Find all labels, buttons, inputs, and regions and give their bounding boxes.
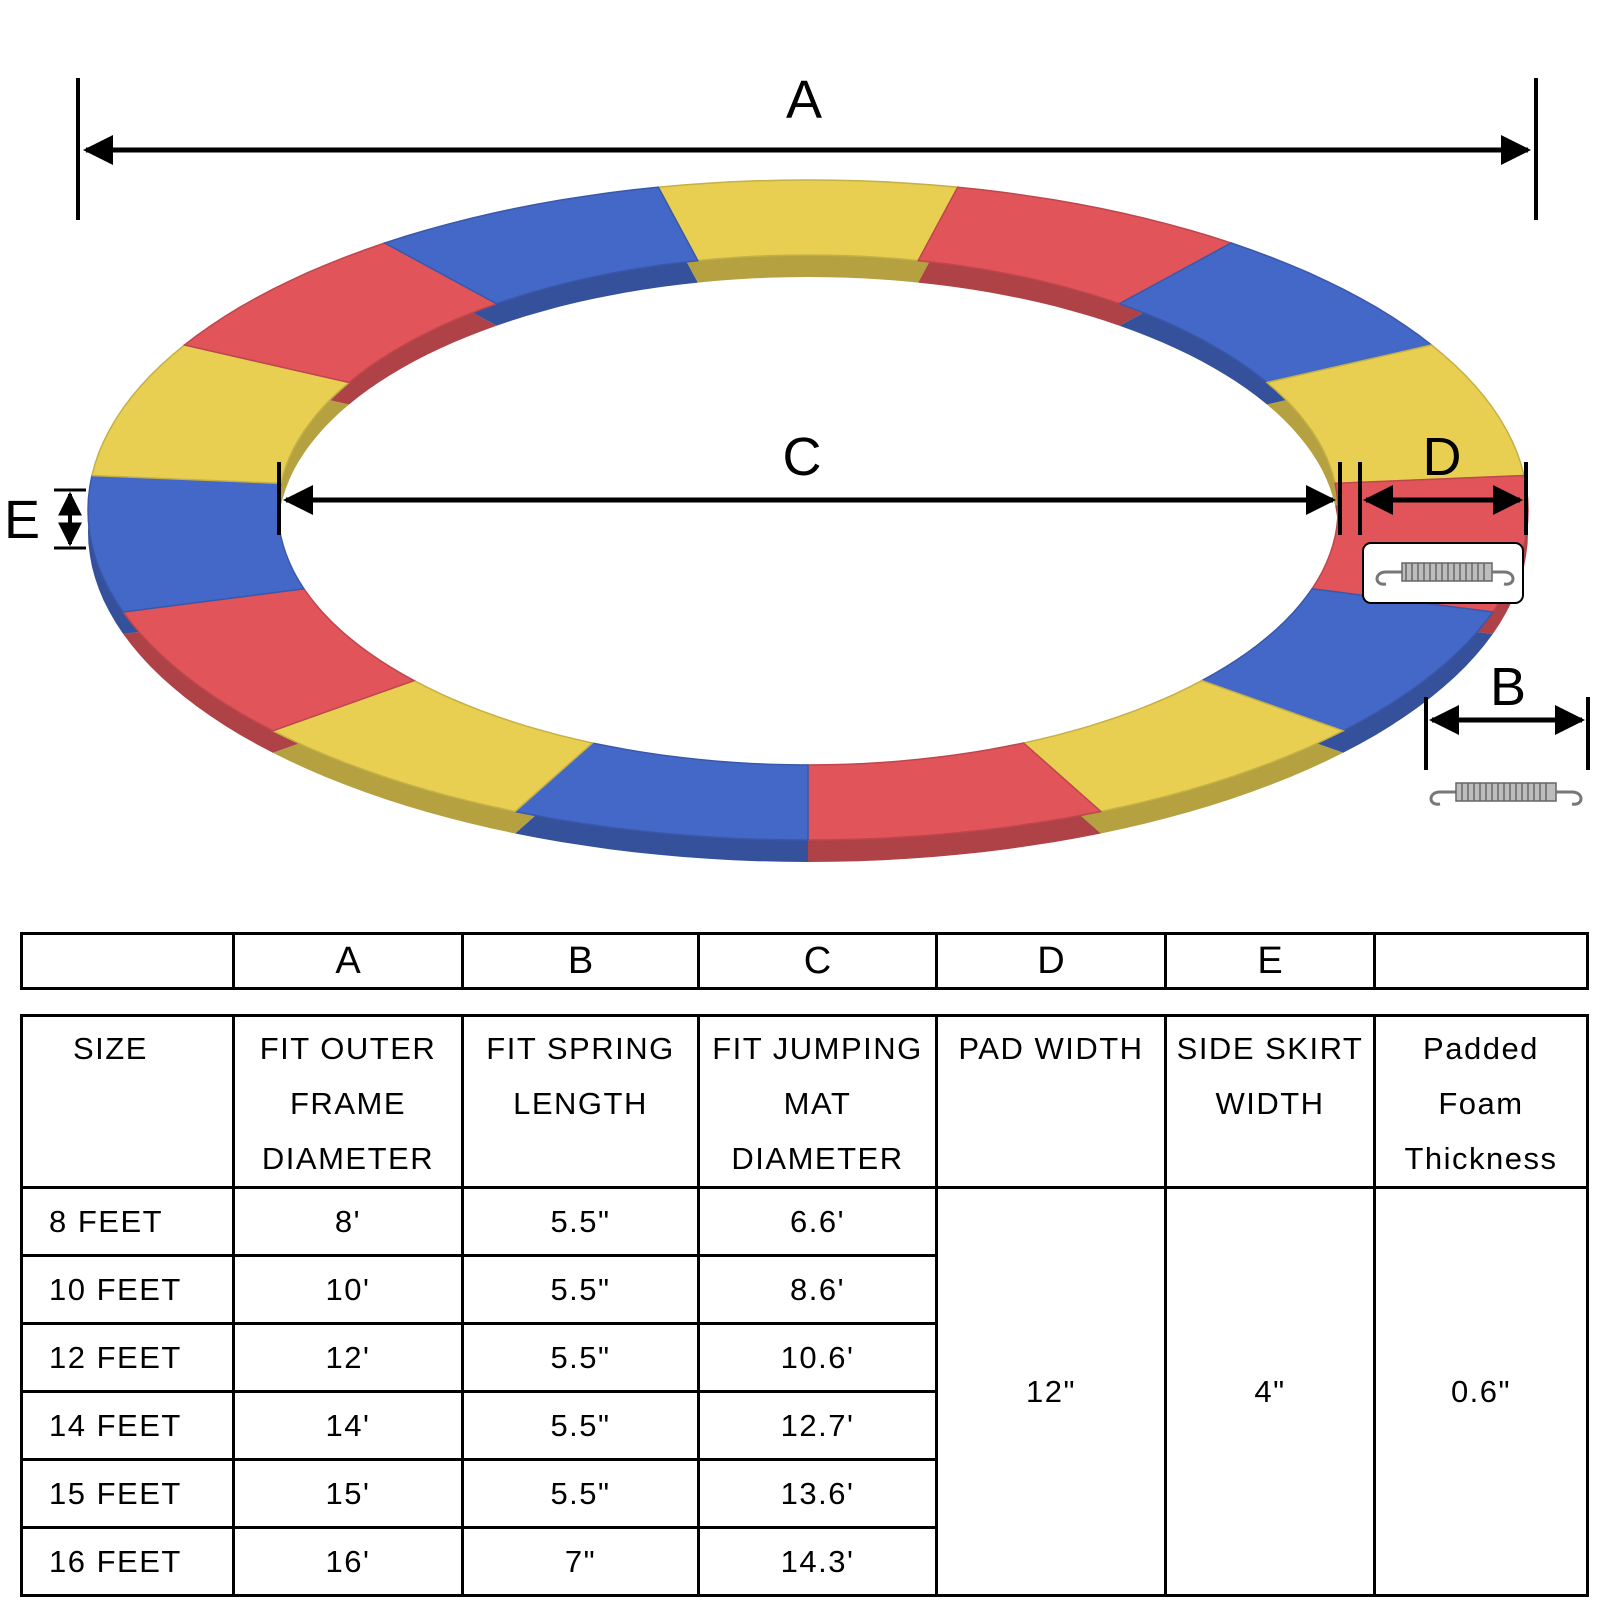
cell-outer-frame: 14' [232,1390,464,1461]
col-header-outer-frame: FIT OUTER FRAME DIAMETER [232,1014,464,1189]
table-row: 15 FEET 15' 5.5" 13.6' [20,1458,1588,1529]
cell-jumping-mat: 8.6' [697,1254,938,1325]
cell-outer-frame: 8' [232,1186,464,1257]
spring-icon [1429,782,1583,806]
cell-outer-frame: 16' [232,1526,464,1597]
spring-icon [1375,562,1515,586]
cell-jumping-mat: 13.6' [697,1458,938,1529]
pad-segment [382,186,699,305]
cell-jumping-mat: 6.6' [697,1186,938,1257]
cell-jumping-mat: 14.3' [697,1526,938,1597]
cell-size: 10 FEET [20,1254,235,1325]
cell-size: 14 FEET [20,1390,235,1461]
cell-foam-thickness: 0.6" [1373,1186,1589,1597]
spring-callout [1362,542,1524,604]
table-row: 10 FEET 10' 5.5" 8.6' [20,1254,1588,1325]
dimension-e-label: E [4,490,40,550]
col-header-spring-length: FIT SPRING LENGTH [461,1014,700,1189]
dimension-a: A [76,70,1538,220]
table-header-row: SIZE FIT OUTER FRAME DIAMETER FIT SPRING… [20,1014,1589,1189]
col-header-pad-width: PAD WIDTH [935,1014,1167,1189]
trampoline-pad-diagram: A C D B [4,70,1590,862]
dimension-b: B [1424,657,1590,806]
dimension-d: D [1358,427,1528,535]
cell-size: 12 FEET [20,1322,235,1393]
dimension-b-label: B [1490,657,1526,717]
cell-size: 8 FEET [20,1186,235,1257]
table-row: 16 FEET 16' 7" 14.3' [20,1526,1588,1597]
cell-jumping-mat: 12.7' [697,1390,938,1461]
cell-outer-frame: 12' [232,1322,464,1393]
cell-spring-length: 5.5" [461,1390,700,1461]
cell-side-skirt-width: 4" [1164,1186,1376,1597]
cell-outer-frame: 10' [232,1254,464,1325]
dimension-letter-row: A B C D E [20,932,1589,990]
cell-outer-frame: 15' [232,1458,464,1529]
header-cell-b: B [461,932,700,990]
table-row: 8 FEET 8' 5.5" 6.6' 12" 4" 0.6" [20,1186,1589,1597]
header-cell-c: C [697,932,938,990]
dimension-e: E [4,488,86,550]
cell-pad-width: 12" [935,1186,1167,1597]
cell-spring-length: 5.5" [461,1458,700,1529]
cell-jumping-mat: 10.6' [697,1322,938,1393]
header-cell-blank [20,932,235,990]
dimension-a-label: A [786,70,822,130]
dimension-c-label: C [783,427,822,487]
pad-segments [87,179,1529,841]
table-row: 12 FEET 12' 5.5" 10.6' [20,1322,1588,1393]
cell-spring-length: 5.5" [461,1186,700,1257]
cell-size: 16 FEET [20,1526,235,1597]
cell-size: 15 FEET [20,1458,235,1529]
header-cell-d: D [935,932,1167,990]
col-header-foam-thickness: Padded Foam Thickness [1373,1014,1589,1189]
table-row: 14 FEET 14' 5.5" 12.7' [20,1390,1588,1461]
cell-spring-length: 5.5" [461,1254,700,1325]
dimension-c: C [277,427,1342,535]
header-cell-a: A [232,932,464,990]
cell-spring-length: 5.5" [461,1322,700,1393]
cell-spring-length: 7" [461,1526,700,1597]
size-spec-table: SIZE FIT OUTER FRAME DIAMETER FIT SPRING… [20,1014,1589,1597]
col-header-size: SIZE [20,1014,235,1189]
col-header-side-skirt: SIDE SKIRT WIDTH [1164,1014,1376,1189]
dimension-d-label: D [1423,427,1462,487]
header-cell-e: E [1164,932,1376,990]
pad-segment [87,474,306,613]
pad-segment [657,179,959,262]
header-cell-blank-end [1373,932,1589,990]
col-header-jumping-mat: FIT JUMPING MAT DIAMETER [697,1014,938,1189]
